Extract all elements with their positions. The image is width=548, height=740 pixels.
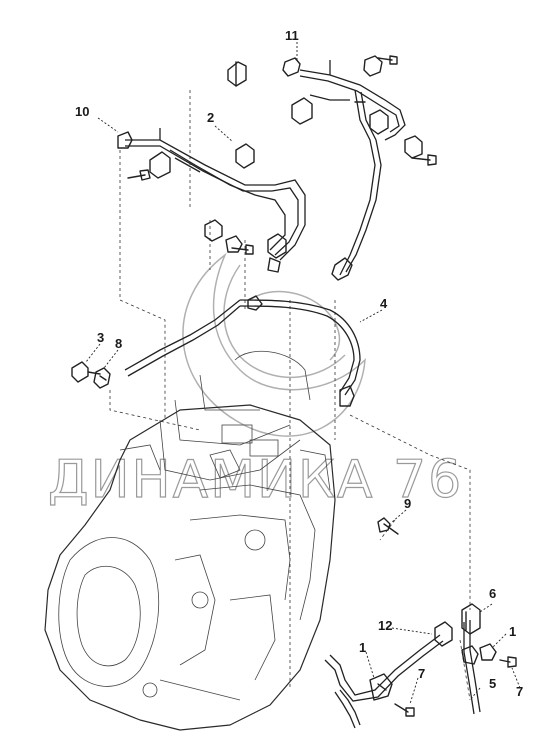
high-pressure-pipes	[124, 60, 406, 396]
callout-4: 4	[380, 296, 388, 311]
callout-11: 11	[285, 28, 299, 43]
pipe-fittings	[117, 55, 423, 407]
callout-2: 2	[207, 110, 214, 125]
watermark-logo	[182, 252, 366, 437]
part-8-clip	[93, 367, 111, 389]
callout-1-left: 1	[359, 640, 366, 655]
callout-12: 12	[378, 618, 392, 633]
part-9-bolt	[377, 517, 399, 535]
lower-fuel-line	[324, 620, 481, 729]
callout-10: 10	[75, 104, 89, 119]
callout-8: 8	[115, 336, 122, 351]
engine-block	[44, 350, 336, 731]
alignment-lines	[109, 90, 471, 701]
callout-labels: 11 10 2 4 3 8 9 6 12 1 1 7 7 5	[75, 28, 523, 699]
callout-9: 9	[404, 496, 411, 511]
callout-7-right: 7	[516, 684, 523, 699]
callout-7-left: 7	[418, 666, 425, 681]
lower-fittings	[369, 603, 517, 717]
leader-lines	[85, 42, 521, 705]
callout-5: 5	[489, 676, 496, 691]
callout-6: 6	[489, 586, 496, 601]
part-3-bolt	[71, 361, 101, 383]
callout-3: 3	[97, 330, 104, 345]
bolts	[127, 55, 437, 255]
callout-1-right: 1	[509, 624, 516, 639]
watermark-text: ДИНАМИКА 76	[48, 450, 463, 510]
